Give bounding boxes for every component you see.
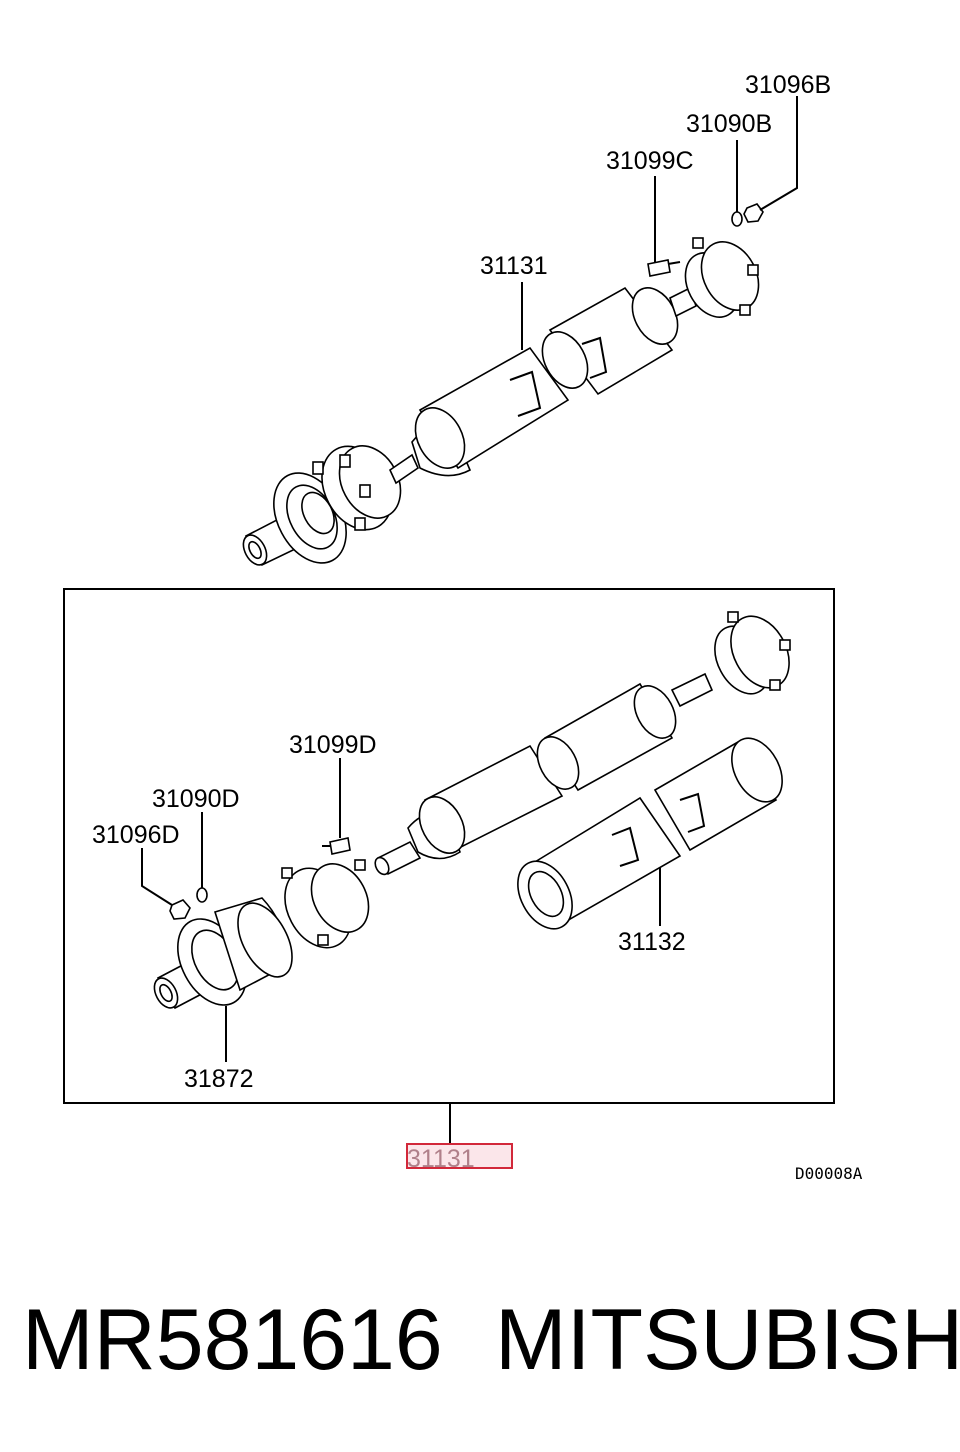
top-tube-front	[414, 346, 570, 470]
diagram-code: D00008A	[795, 1164, 863, 1183]
label-31131-highlighted[interactable]: 31131	[407, 1145, 475, 1173]
label-31090B: 31090B	[686, 110, 772, 138]
brand-name: MITSUBISHI	[495, 1292, 960, 1388]
kit-spline-end	[374, 840, 422, 876]
kit-shaft-assembly	[141, 611, 791, 1062]
label-31132: 31132	[618, 928, 686, 956]
label-31131-top: 31131	[480, 252, 548, 280]
label-31872: 31872	[184, 1065, 254, 1093]
kit-washer-part	[196, 887, 208, 903]
leader-kit-31096D	[141, 848, 173, 906]
top-bolt-part	[647, 259, 681, 277]
kit-rear-flange	[670, 611, 791, 708]
leader-top-31096B	[759, 96, 798, 211]
top-washer-part	[731, 211, 743, 227]
kit-center-bearing	[177, 897, 293, 1006]
label-31096D: 31096D	[92, 821, 180, 849]
kit-nut-part	[169, 899, 191, 920]
kit-front-flange	[281, 859, 370, 949]
highlight-box[interactable]	[406, 1143, 513, 1169]
top-nut-part	[743, 203, 764, 223]
part-number: MR581616	[22, 1292, 443, 1388]
label-31090D: 31090D	[152, 785, 240, 813]
kit-tube-rear	[536, 682, 677, 792]
label-31099D: 31099D	[289, 731, 377, 759]
label-31099C: 31099C	[606, 147, 694, 175]
label-31096B: 31096B	[745, 71, 831, 99]
footer: MR581616 MITSUBISHI	[0, 1285, 960, 1395]
top-rear-flange	[669, 237, 760, 318]
kit-bolt-part	[322, 837, 351, 855]
kit-tube-front	[418, 744, 564, 854]
top-tube-rear	[541, 286, 679, 396]
top-front-flange	[312, 445, 420, 531]
kit-replacement-tube	[517, 737, 783, 930]
top-shaft-assembly	[242, 96, 798, 567]
